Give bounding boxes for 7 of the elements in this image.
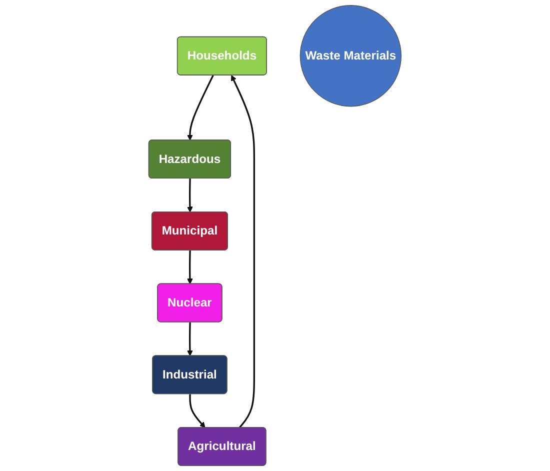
- arrow: [187, 250, 193, 284]
- arrow: [189, 394, 206, 428]
- arrow: [231, 75, 256, 428]
- arrow: [187, 178, 193, 212]
- arrow: [187, 322, 193, 356]
- arrow: [187, 74, 214, 141]
- node-circle: Waste Materials: [300, 5, 402, 107]
